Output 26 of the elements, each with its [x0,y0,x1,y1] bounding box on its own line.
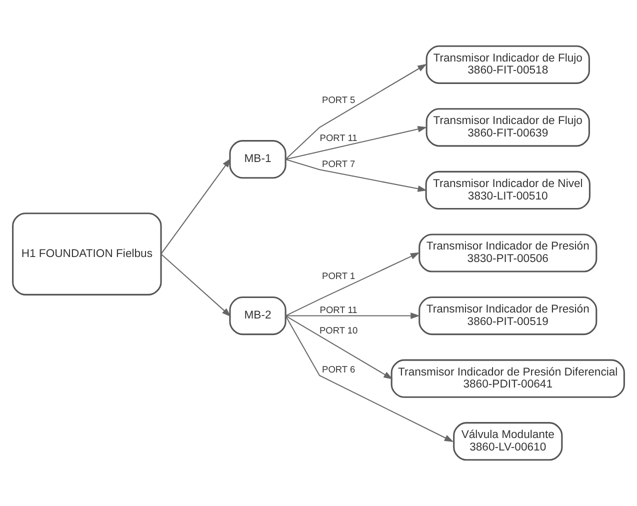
arrow [285,252,420,316]
edge-label: PORT 10 [319,325,358,336]
node-box: H1 FOUNDATION Fielbus [12,212,162,296]
node-box: Transmisor Indicador de Flujo 3860-FIT-00639 [426,108,590,147]
arrow [160,158,231,254]
node-box: Válvula Modulante 3860-LV-00610 [453,422,563,461]
arrow [285,64,427,160]
arrow [285,126,428,160]
edge-label: PORT 7 [322,158,356,169]
edge-label: PORT 11 [320,304,358,315]
node-box: Transmisor Indicador de Nivel 3830-LIT-00510 [425,170,590,210]
node-box: Transmisor Indicador de Presión 3860-PIT-00519 [418,296,598,336]
arrow [286,312,420,320]
arrow [285,158,428,192]
arrow [285,316,454,442]
node-box: Transmisor Indicador de Presión 3830-PIT-00506 [418,234,598,272]
edge-label: PORT 6 [322,364,356,375]
edge-label: PORT 11 [320,133,358,144]
edge-label: PORT 1 [322,270,356,281]
arrow [160,254,232,317]
node-box: MB-1 [229,140,286,179]
node-box: Transmisor Indicador de Flujo 3860-FIT-00518 [426,45,590,84]
node-box: MB-2 [229,296,286,336]
edge-label: PORT 5 [322,94,356,105]
arrow [285,315,393,380]
node-box: Transmisor Indicador de Presión Diferencial 3860-PDIT-00641 [390,359,625,398]
